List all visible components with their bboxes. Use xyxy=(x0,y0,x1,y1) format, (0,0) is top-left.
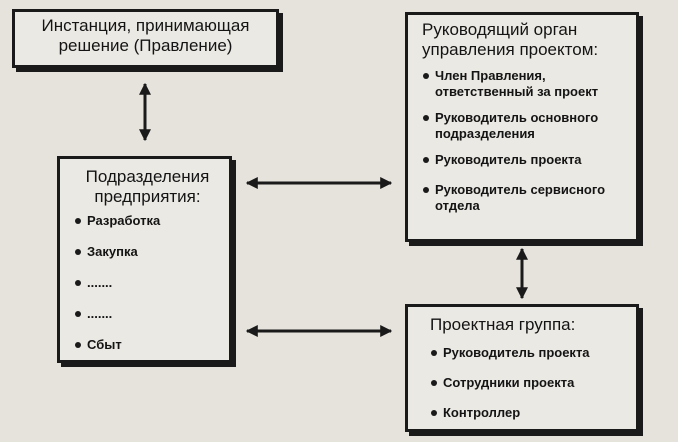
project-group-box: Проектная группа: Руководитель проекта С… xyxy=(405,304,639,432)
department-item: ....... xyxy=(74,275,221,291)
steering-item-board-member: Член Правления, ответственный за проект xyxy=(422,68,626,100)
steering-body-list: Член Правления, ответственный за проект … xyxy=(422,68,626,214)
decision-body-title: Инстанция, принимающая решение (Правлени… xyxy=(21,16,270,56)
steering-item-0-line2: ответственный за проект xyxy=(435,84,599,99)
decision-body-box: Инстанция, принимающая решение (Правлени… xyxy=(12,9,279,68)
department-item: Закупка xyxy=(74,244,221,260)
project-group-item: Сотрудники проекта xyxy=(430,375,626,391)
departments-title-line1: Подразделения xyxy=(85,167,210,186)
steering-item-0-line1: Член Правления, xyxy=(435,68,546,83)
steering-item-1-line1: Руководитель основного xyxy=(435,110,599,125)
project-group-list: Руководитель проекта Сотрудники проекта … xyxy=(430,345,626,421)
steering-body-title-line2: управления проектом: xyxy=(422,40,599,59)
steering-item-main-unit-head: Руководитель основного подразделения xyxy=(422,110,626,142)
decision-body-title-line2: решение (Правление) xyxy=(58,36,233,55)
steering-item-1-line2: подразделения xyxy=(435,126,535,141)
departments-list: Разработка Закупка ....... ....... Сбыт xyxy=(74,213,221,353)
department-item: ....... xyxy=(74,306,221,322)
project-group-title: Проектная группа: xyxy=(430,315,576,334)
steering-body-title: Руководящий орган управления проектом: xyxy=(422,20,626,60)
steering-item-project-manager: Руководитель проекта xyxy=(422,152,626,168)
department-item: Разработка xyxy=(74,213,221,229)
steering-body-box: Руководящий орган управления проектом: Ч… xyxy=(405,12,639,242)
project-group-item: Руководитель проекта xyxy=(430,345,626,361)
steering-item-2-line1: Руководитель проекта xyxy=(435,152,582,167)
decision-body-title-line1: Инстанция, принимающая xyxy=(41,16,250,35)
departments-box: Подразделения предприятия: Разработка За… xyxy=(57,156,232,363)
steering-body-title-line1: Руководящий орган xyxy=(422,20,578,39)
steering-item-service-head: Руководитель сервисного отдела xyxy=(422,182,626,214)
steering-item-3-line2: отдела xyxy=(435,198,480,213)
project-group-item: Контроллер xyxy=(430,405,626,421)
departments-title-line2: предприятия: xyxy=(94,187,201,206)
department-item: Сбыт xyxy=(74,337,221,353)
departments-title: Подразделения предприятия: xyxy=(74,167,221,207)
steering-item-3-line1: Руководитель сервисного xyxy=(435,182,606,197)
